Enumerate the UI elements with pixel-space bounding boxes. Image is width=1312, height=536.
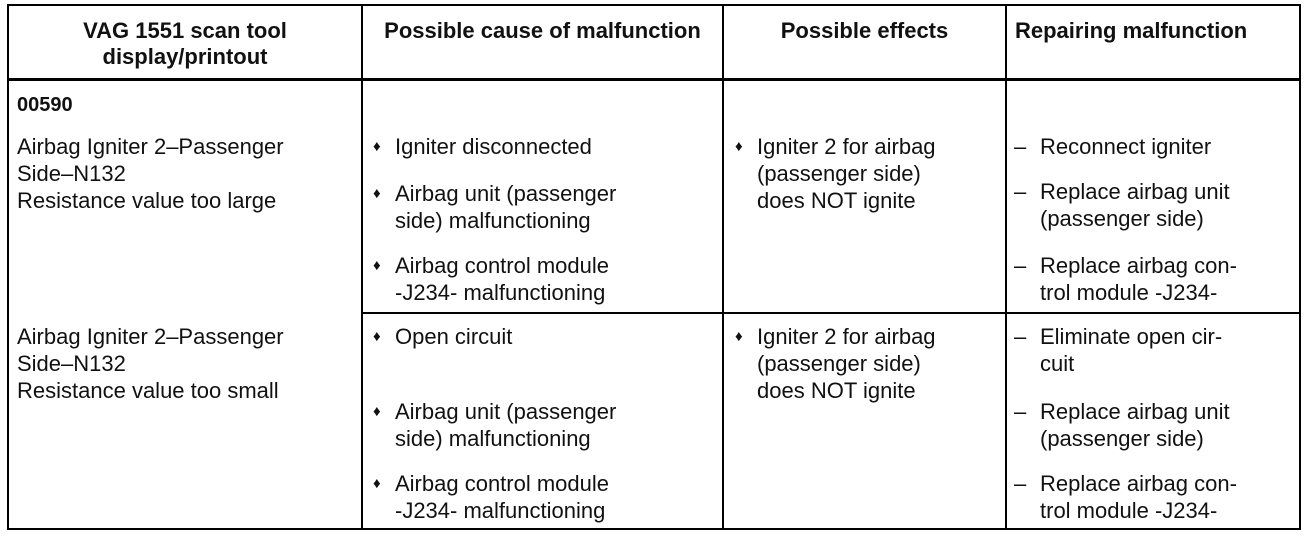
display-text-row1: Airbag Igniter 2–Passenger Side–N132 Res…: [17, 134, 284, 213]
bullet-icon: ♦: [373, 138, 381, 155]
repair-text: Reconnect igniter: [1040, 134, 1212, 159]
column-divider: [1005, 6, 1007, 528]
header-cause-column: Possible cause of malfunction: [384, 18, 701, 43]
display-text-row2: Airbag Igniter 2–Passenger Side–N132 Res…: [17, 324, 284, 403]
repair-text: Replace airbag con- trol module -J234-: [1040, 253, 1237, 305]
cause-text: Airbag control module -J234- malfunction…: [395, 253, 610, 305]
dash-icon: –: [1014, 134, 1027, 159]
bullet-icon: ♦: [373, 328, 381, 345]
bullet-icon: ♦: [373, 257, 381, 274]
cause-text: Airbag unit (passenger side) malfunction…: [395, 399, 617, 451]
repair-item: – Replace airbag con- trol module -J234-: [1014, 470, 1237, 524]
effect-text: Igniter 2 for airbag (passenger side) do…: [757, 324, 936, 403]
cause-text: Igniter disconnected: [395, 134, 592, 159]
effect-text: Igniter 2 for airbag (passenger side) do…: [757, 134, 936, 213]
diagnostic-table: VAG 1551 scan tool display/printout Poss…: [7, 4, 1301, 530]
cause-text: Open circuit: [395, 324, 513, 349]
dash-icon: –: [1014, 471, 1027, 496]
bullet-icon: ♦: [373, 475, 381, 492]
cause-text: Airbag control module -J234- malfunction…: [395, 471, 610, 523]
header-divider: [9, 78, 1299, 81]
bullet-icon: ♦: [735, 328, 743, 345]
header-repair-column: Repairing malfunction: [1015, 18, 1248, 43]
cause-text: Airbag unit (passenger side) malfunction…: [395, 181, 617, 233]
repair-text: Eliminate open cir- cuit: [1040, 324, 1223, 376]
dash-icon: –: [1014, 179, 1027, 204]
cause-item: ♦ Airbag control module -J234- malfuncti…: [371, 470, 609, 524]
row-divider: [361, 312, 1299, 314]
cause-item: ♦ Igniter disconnected: [371, 133, 592, 160]
repair-text: Replace airbag con- trol module -J234-: [1040, 471, 1237, 523]
bullet-icon: ♦: [373, 185, 381, 202]
repair-item: – Reconnect igniter: [1014, 133, 1211, 160]
column-divider: [722, 6, 724, 528]
dash-icon: –: [1014, 324, 1027, 349]
dash-icon: –: [1014, 253, 1027, 278]
cause-item: ♦ Airbag unit (passenger side) malfuncti…: [371, 398, 616, 452]
bullet-icon: ♦: [735, 138, 743, 155]
bullet-icon: ♦: [373, 403, 381, 420]
cause-item: ♦ Open circuit: [371, 323, 512, 350]
effect-item: ♦ Igniter 2 for airbag (passenger side) …: [733, 133, 936, 214]
repair-item: – Replace airbag unit (passenger side): [1014, 178, 1230, 232]
fault-code: 00590: [17, 94, 73, 116]
repair-text: Replace airbag unit (passenger side): [1040, 399, 1230, 451]
cause-item: ♦ Airbag control module -J234- malfuncti…: [371, 252, 609, 306]
dash-icon: –: [1014, 399, 1027, 424]
header-display-column: VAG 1551 scan tool display/printout: [83, 18, 287, 69]
repair-text: Replace airbag unit (passenger side): [1040, 179, 1230, 231]
effect-item: ♦ Igniter 2 for airbag (passenger side) …: [733, 323, 936, 404]
cause-item: ♦ Airbag unit (passenger side) malfuncti…: [371, 180, 616, 234]
repair-item: – Eliminate open cir- cuit: [1014, 323, 1222, 377]
header-effects-column: Possible effects: [780, 18, 949, 43]
repair-item: – Replace airbag con- trol module -J234-: [1014, 252, 1237, 306]
column-divider: [361, 6, 363, 528]
repair-item: – Replace airbag unit (passenger side): [1014, 398, 1230, 452]
